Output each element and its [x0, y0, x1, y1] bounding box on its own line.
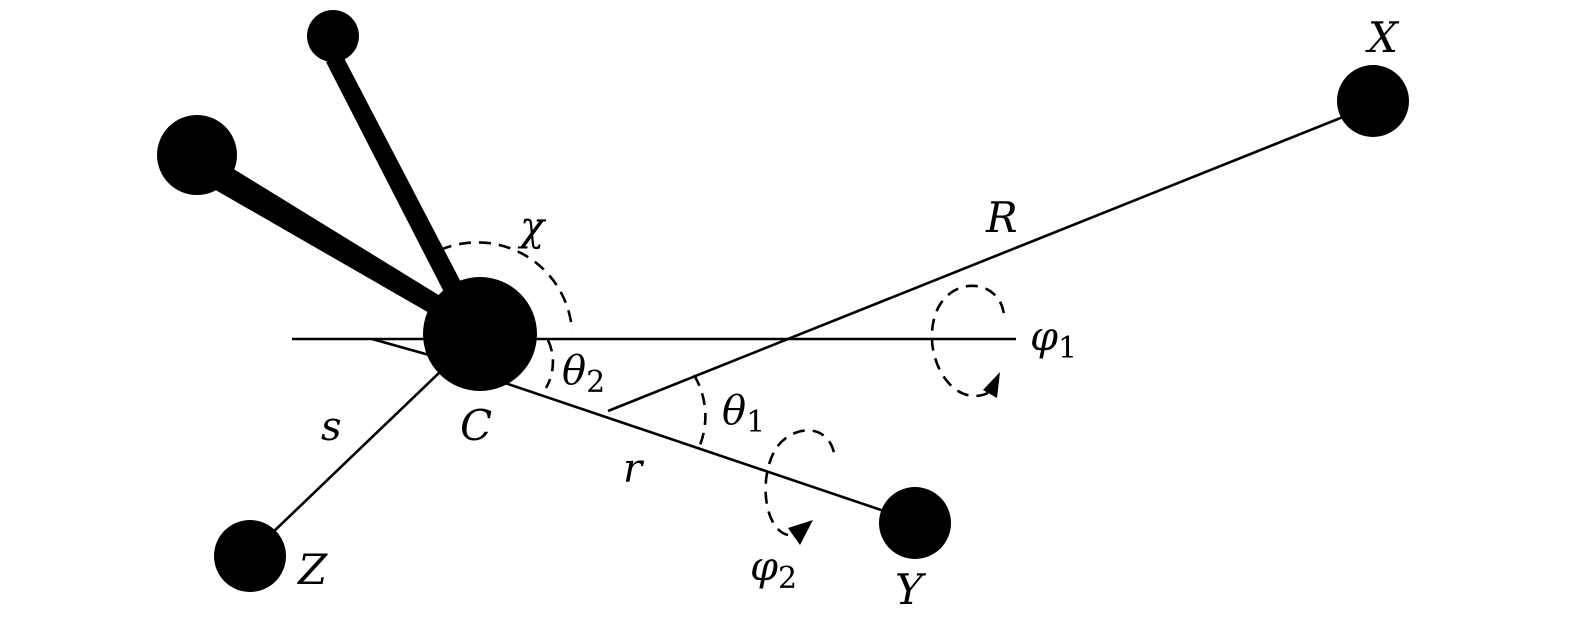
atom-z — [214, 520, 286, 592]
label-z: Z — [296, 545, 328, 594]
wedge-bond-left — [212, 168, 450, 318]
phi2-arc — [764, 429, 837, 537]
phi2-arrowhead — [788, 520, 813, 545]
theta2-arc — [544, 339, 555, 389]
bond-c-y — [504, 381, 891, 515]
wedge-bond-upper — [326, 56, 464, 296]
label-big-r: R — [985, 193, 1018, 242]
atom-top — [307, 10, 359, 62]
label-chi: χ — [517, 204, 547, 250]
label-y: Y — [895, 565, 927, 614]
label-theta1: θ1 — [722, 388, 765, 440]
chi-arc — [439, 241, 574, 331]
phi1-arrowhead — [983, 372, 1000, 398]
label-x: X — [1365, 13, 1400, 62]
label-phi2: φ2 — [750, 544, 797, 596]
theta1-arc — [692, 374, 707, 446]
label-c: C — [460, 401, 492, 450]
label-theta2: θ2 — [562, 348, 605, 400]
atom-c — [423, 277, 537, 391]
label-phi1: φ1 — [1030, 314, 1077, 366]
atom-x — [1337, 65, 1409, 137]
atom-y — [879, 487, 951, 559]
vector-r-to-x — [607, 113, 1349, 413]
phi1-arc — [930, 284, 1006, 398]
label-s: s — [321, 404, 342, 450]
label-small-r: r — [623, 446, 645, 492]
bond-c-z — [269, 371, 441, 536]
atom-upper-left — [157, 115, 237, 195]
